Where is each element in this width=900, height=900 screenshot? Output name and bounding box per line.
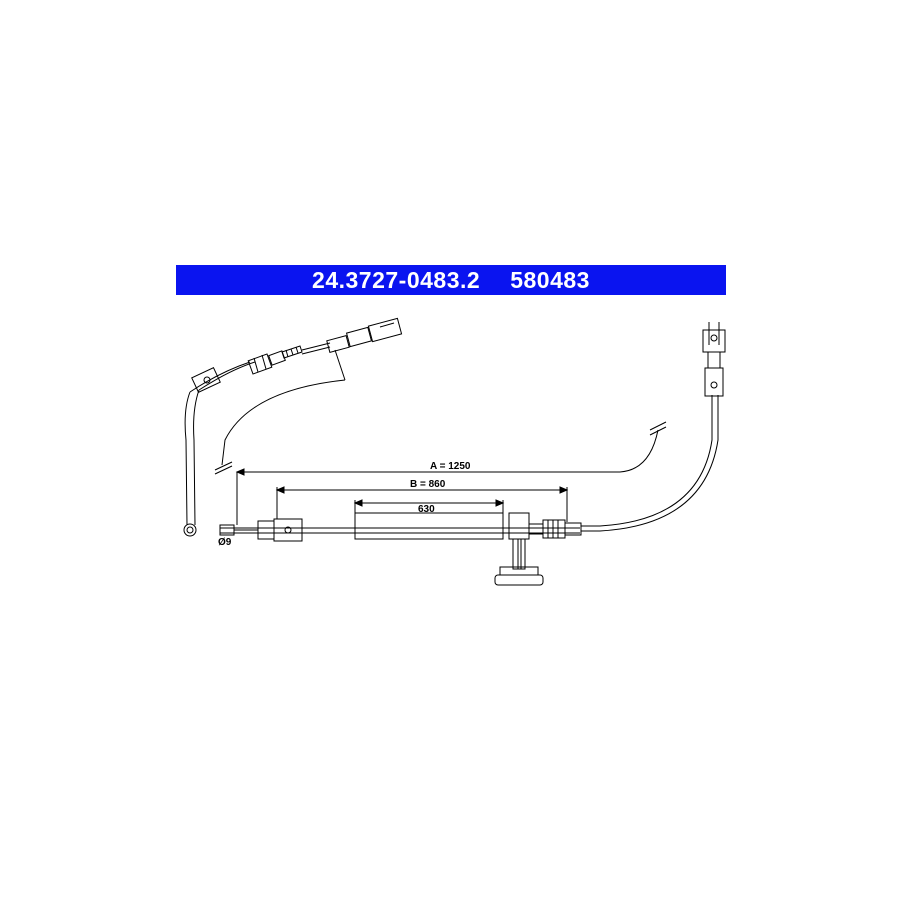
dim-c-label: 630: [418, 504, 435, 515]
t-bracket: [508, 512, 530, 540]
central-tube: [354, 512, 504, 540]
right-fitting: [542, 519, 566, 539]
left-end-inset: [183, 317, 403, 537]
dim-b-label: B = 860: [410, 479, 446, 490]
header-bar: 24.3727-0483.2 580483: [176, 265, 726, 295]
mounting-foot: [494, 574, 544, 586]
eyelet-fitting: [191, 367, 221, 393]
left-ferrule: [257, 520, 275, 540]
diameter-label: Ø9: [218, 537, 232, 548]
left-sleeve: [273, 518, 303, 542]
main-cable: [219, 322, 726, 586]
dim-a-label: A = 1250: [430, 461, 471, 472]
cable-end-ball: [183, 523, 197, 537]
dimension-lines: [235, 468, 569, 525]
part-number: 24.3727-0483.2: [312, 266, 481, 293]
reference-number: 580483: [510, 266, 590, 293]
